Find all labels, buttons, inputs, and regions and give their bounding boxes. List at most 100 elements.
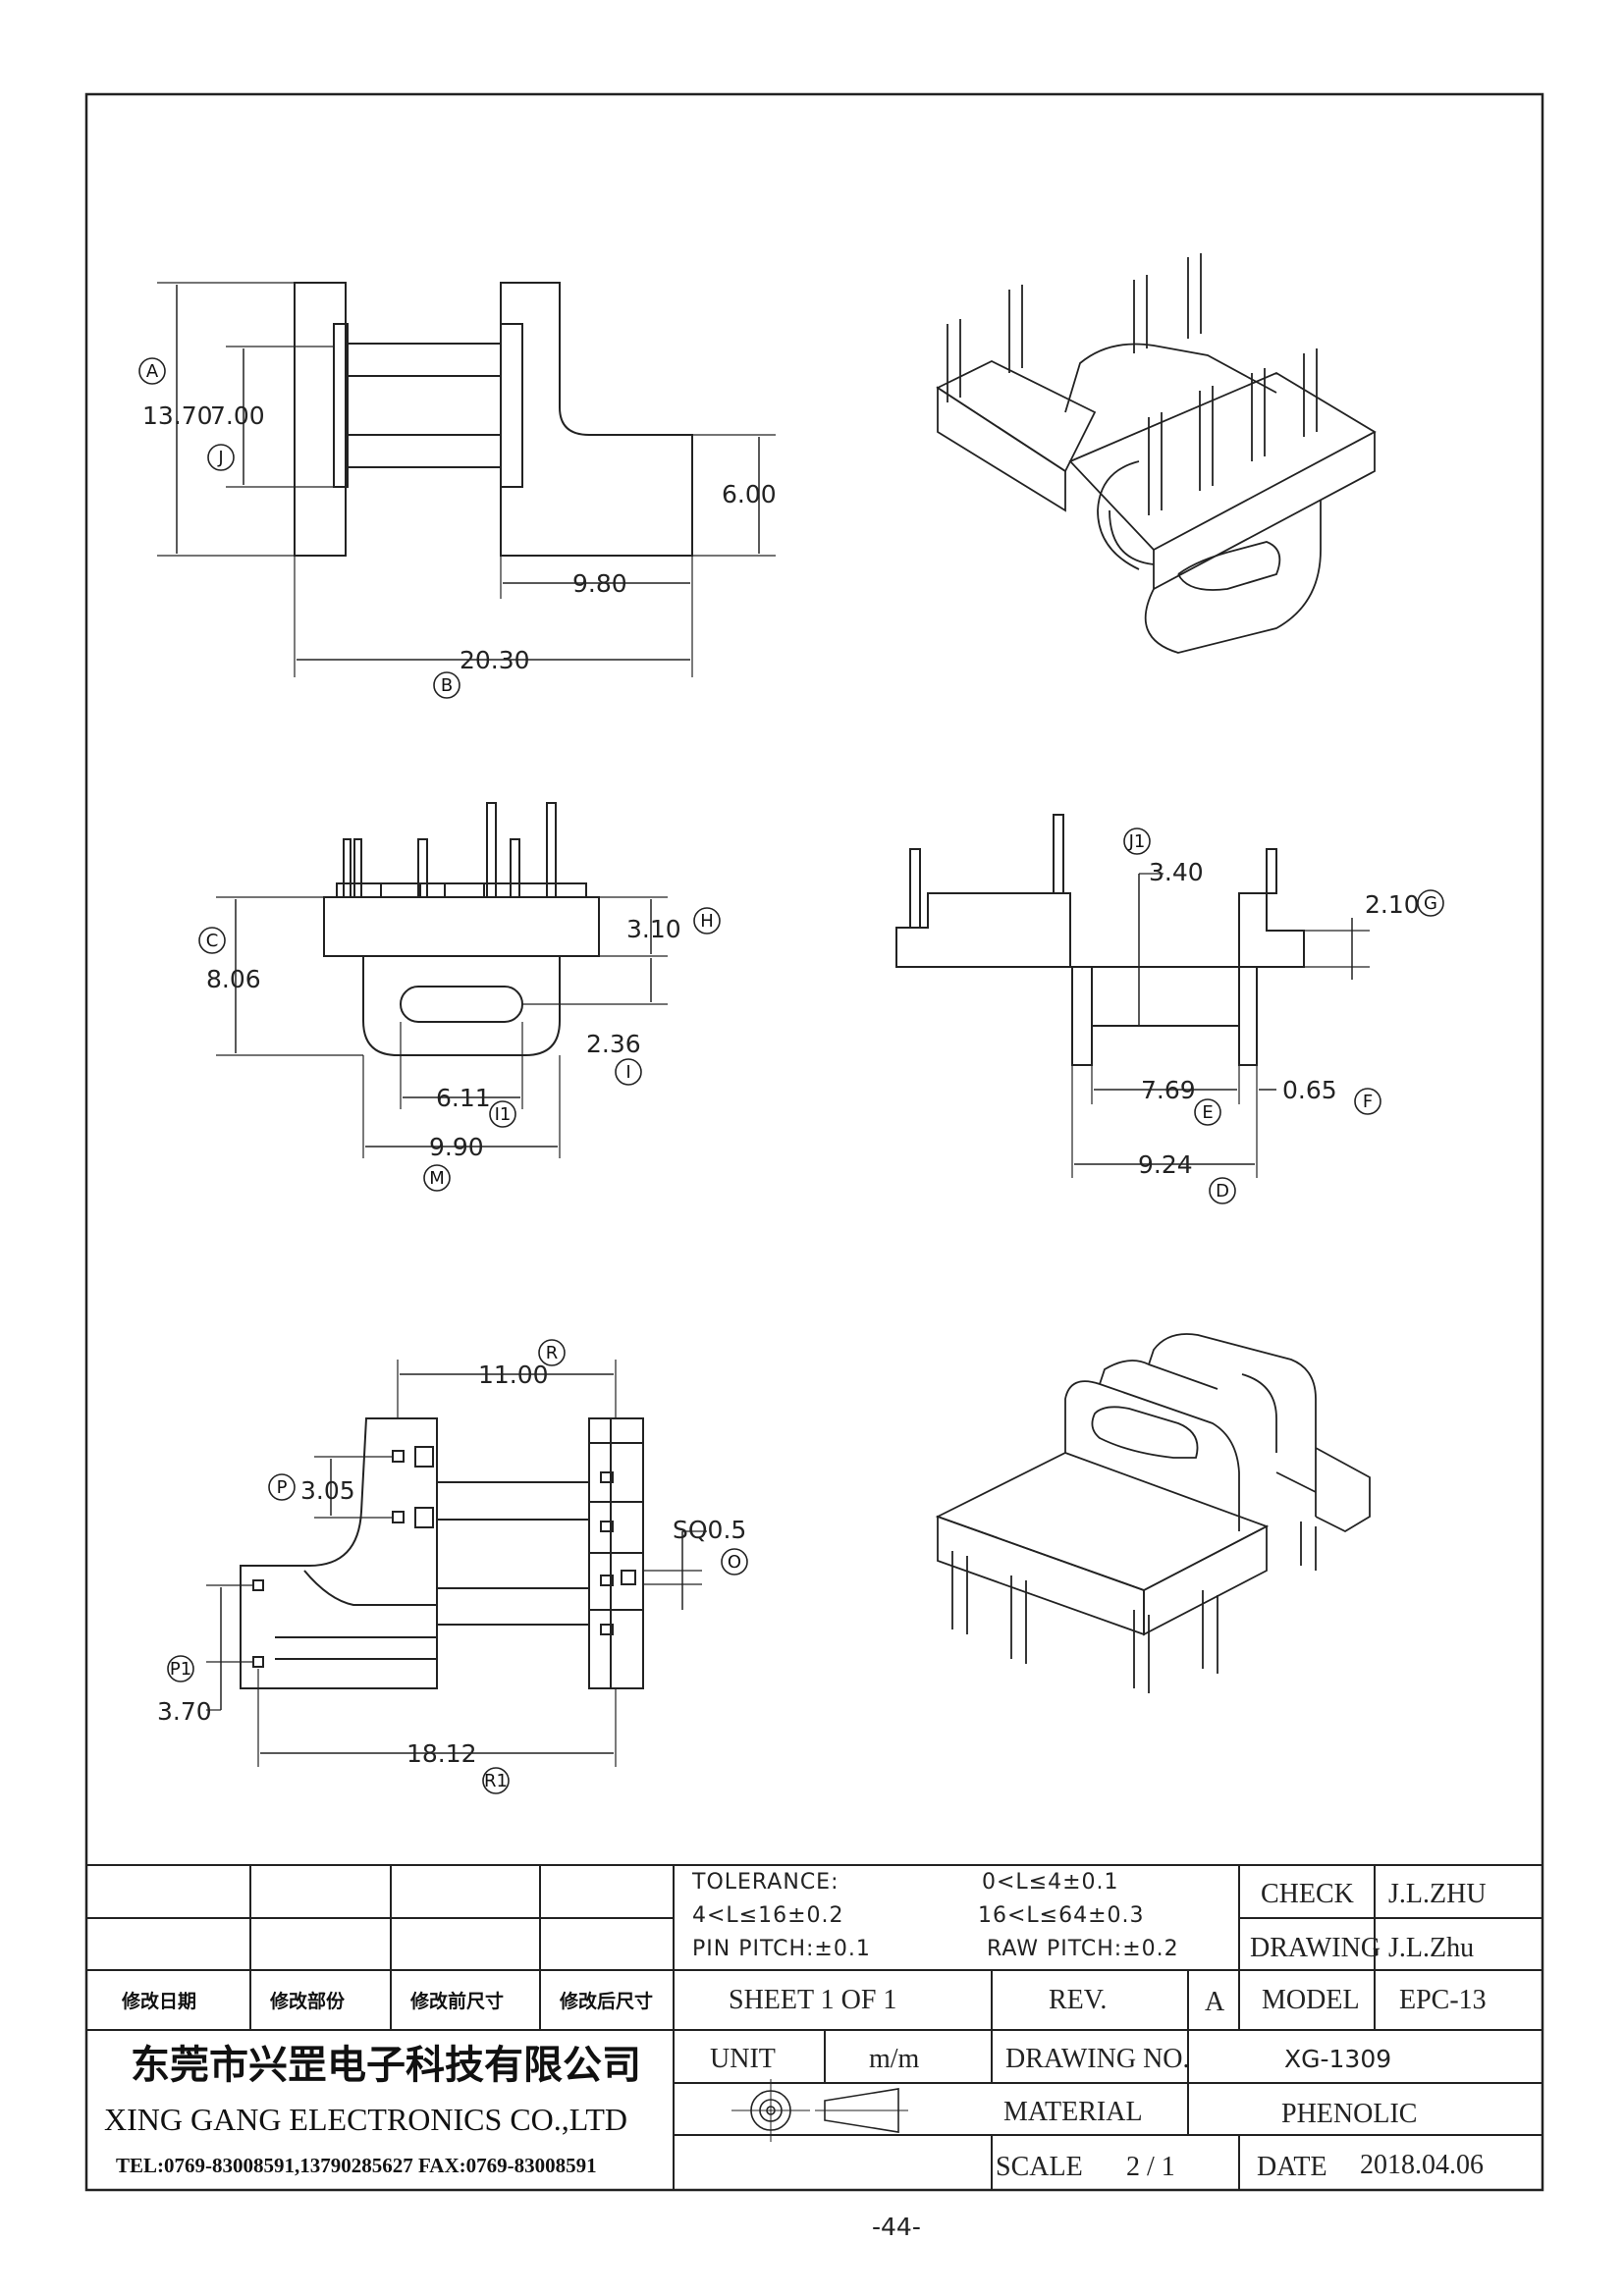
drawing-frame <box>84 92 1544 2192</box>
marker-b: B <box>433 671 460 699</box>
top-view <box>157 282 776 677</box>
model-label: MODEL <box>1262 1985 1360 2015</box>
marker-d: D <box>1209 1177 1236 1204</box>
marker-o: O <box>721 1548 748 1575</box>
dim-H: 3.10 <box>626 915 681 943</box>
marker-j1: J1 <box>1123 828 1151 855</box>
raw-pitch: RAW PITCH:±0.2 <box>987 1937 1179 1961</box>
marker-c: C <box>198 927 226 954</box>
rev-header-part: 修改部份 <box>269 1990 346 2012</box>
marker-f: F <box>1354 1088 1381 1115</box>
dim-E: 7.69 <box>1141 1076 1196 1104</box>
svg-text:J1: J1 <box>1128 831 1146 852</box>
bottom-view <box>206 1360 707 1767</box>
svg-text:J: J <box>217 448 223 468</box>
model-value: EPC-13 <box>1399 1985 1487 2015</box>
marker-r: R <box>538 1339 566 1366</box>
tolerance-label: TOLERANCE: <box>691 1870 839 1895</box>
sheet-info: SHEET 1 OF 1 <box>729 1985 896 2015</box>
dim-B: 20.30 <box>460 646 530 674</box>
pin-pitch: PIN PITCH:±0.1 <box>692 1937 871 1961</box>
iso-view-1 <box>936 253 1377 654</box>
date-value: 2018.04.06 <box>1360 2150 1484 2180</box>
dim-J1: 3.40 <box>1149 858 1204 886</box>
svg-text:F: F <box>1363 1092 1373 1112</box>
projection-symbol-icon <box>731 2079 908 2142</box>
dim-M: 9.90 <box>429 1133 484 1161</box>
svg-text:E: E <box>1202 1102 1213 1123</box>
title-block-lines <box>86 1864 1543 2190</box>
date-label: DATE <box>1257 2152 1327 2182</box>
tolerance-range-1: 0<L≤4±0.1 <box>982 1870 1119 1895</box>
scale-label: SCALE <box>996 2152 1083 2182</box>
marker-p: P <box>268 1473 296 1501</box>
dim-I: 2.36 <box>586 1030 641 1058</box>
material-label: MATERIAL <box>1003 2097 1143 2127</box>
marker-i1: I1 <box>489 1100 516 1128</box>
svg-text:I1: I1 <box>495 1104 512 1125</box>
svg-text:D: D <box>1216 1181 1229 1201</box>
marker-r1: R1 <box>482 1767 510 1794</box>
dim-A: 13.70 <box>142 401 213 430</box>
svg-text:O: O <box>728 1552 741 1573</box>
material-value: PHENOLIC <box>1281 2099 1417 2129</box>
marker-h: H <box>693 907 721 934</box>
dim-R: 11.00 <box>478 1361 549 1389</box>
unit-value: m/m <box>869 2044 920 2074</box>
tolerance-range-3: 16<L≤64±0.3 <box>978 1903 1145 1928</box>
dim-6: 6.00 <box>722 480 777 508</box>
rev-header-date: 修改日期 <box>121 1990 196 2012</box>
dim-F: 0.65 <box>1282 1076 1337 1104</box>
page-number: -44- <box>872 2213 921 2241</box>
tolerance-range-2: 4<L≤16±0.2 <box>692 1903 844 1928</box>
marker-g: G <box>1417 889 1444 917</box>
dim-9-80: 9.80 <box>572 569 627 598</box>
svg-text:A: A <box>146 361 159 382</box>
svg-text:P: P <box>277 1477 288 1498</box>
drawing-no-value: XG-1309 <box>1284 2045 1391 2073</box>
svg-text:M: M <box>429 1168 445 1189</box>
marker-m: M <box>423 1164 451 1192</box>
dim-J: 7.00 <box>210 401 265 430</box>
rev-header-after: 修改后尺寸 <box>559 1990 653 2012</box>
drawing-label: DRAWING <box>1250 1933 1380 1963</box>
dim-C: 8.06 <box>206 965 261 993</box>
drawing-value: J.L.Zhu <box>1388 1933 1474 1963</box>
svg-text:P1: P1 <box>170 1659 191 1680</box>
svg-text:H: H <box>700 911 714 932</box>
dim-P1: 3.70 <box>157 1697 212 1726</box>
dim-P: 3.05 <box>300 1476 355 1505</box>
unit-label: UNIT <box>710 2044 776 2074</box>
marker-i: I <box>615 1058 642 1086</box>
dim-I1: 6.11 <box>436 1084 491 1112</box>
scale-value: 2 / 1 <box>1126 2152 1175 2182</box>
side-view <box>895 814 1370 1178</box>
dim-O: SQ0.5 <box>673 1516 746 1544</box>
svg-text:B: B <box>441 675 453 696</box>
marker-p1: P1 <box>167 1655 194 1682</box>
marker-a: A <box>138 357 166 385</box>
svg-text:G: G <box>1424 893 1437 914</box>
svg-text:R: R <box>546 1343 559 1363</box>
front-view <box>216 802 668 1158</box>
company-contact: TEL:0769-83008591,13790285627 FAX:0769-8… <box>116 2154 597 2177</box>
marker-j: J <box>207 444 235 471</box>
check-value: J.L.ZHU <box>1388 1879 1487 1909</box>
check-label: CHECK <box>1261 1879 1354 1909</box>
rev-value: A <box>1205 1987 1225 2017</box>
svg-text:R1: R1 <box>484 1771 508 1791</box>
drawing-no-label: DRAWING NO. <box>1005 2044 1190 2074</box>
dim-D: 9.24 <box>1138 1150 1193 1179</box>
dim-G: 2.10 <box>1365 890 1420 919</box>
svg-text:I: I <box>625 1062 630 1083</box>
svg-text:C: C <box>206 931 219 951</box>
dim-R1: 18.12 <box>406 1739 477 1768</box>
company-name-en: XING GANG ELECTRONICS CO.,LTD <box>104 2102 627 2137</box>
rev-label: REV. <box>1049 1985 1107 2015</box>
rev-header-before: 修改前尺寸 <box>409 1990 504 2012</box>
company-name-cn: 东莞市兴罡电子科技有限公司 <box>131 2042 641 2088</box>
iso-view-2 <box>935 1333 1371 1693</box>
marker-e: E <box>1194 1098 1221 1126</box>
